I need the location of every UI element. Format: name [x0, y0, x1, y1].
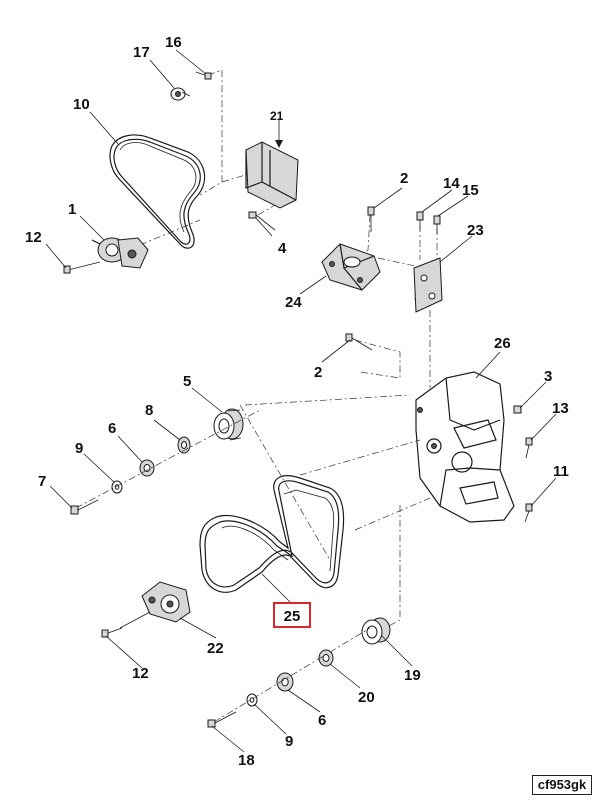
- callout-6-lower: 6: [318, 712, 327, 729]
- callout-13: 13: [552, 400, 569, 417]
- part-5-pulley: [213, 408, 244, 441]
- part-20-bearing: [318, 649, 334, 667]
- callout-25: 25: [283, 608, 301, 625]
- callout-24: 24: [285, 294, 302, 311]
- callout-7: 7: [38, 473, 47, 490]
- callout-9-lower: 9: [285, 733, 294, 750]
- part-2-upper-bolt: [367, 206, 375, 232]
- callout-8: 8: [145, 402, 154, 419]
- callout-4: 4: [278, 240, 287, 257]
- upper-guide-lines: [139, 69, 438, 388]
- part-9-lower-washer: [246, 693, 258, 707]
- callout-1: 1: [68, 201, 77, 218]
- callout-20: 20: [358, 689, 375, 706]
- part-15-stud: [433, 215, 441, 234]
- part-19-spacer: [361, 617, 391, 645]
- part-10-upper-belt: [109, 134, 206, 249]
- part-22-tensioner: [119, 581, 191, 629]
- reference-code: cf953gk: [532, 775, 592, 795]
- part-12-lower-bolt: [101, 627, 123, 638]
- part-12-upper-bolt: [63, 261, 101, 274]
- callout-22: 22: [207, 640, 224, 657]
- part-3-bolt: [513, 405, 522, 414]
- callout-12-upper: 12: [25, 229, 42, 246]
- part-6-upper-bearing: [139, 459, 155, 477]
- callout-16: 16: [165, 34, 182, 51]
- callout-21: 21: [270, 109, 284, 123]
- callout-19: 19: [404, 667, 421, 684]
- callout-5: 5: [183, 373, 192, 390]
- callout-23: 23: [467, 222, 484, 239]
- callout-11: 11: [553, 463, 569, 480]
- part-9-upper-washer: [111, 480, 123, 494]
- callout-10: 10: [73, 96, 90, 113]
- part-6-lower-bearing: [276, 672, 294, 692]
- part-1-tensioner: [91, 237, 149, 269]
- part-4-bolt: [248, 211, 276, 231]
- part-7-bolt: [70, 409, 261, 515]
- part-13-bolt: [525, 437, 533, 459]
- callout-2-upper: 2: [400, 170, 409, 187]
- part-11-bolt: [524, 503, 533, 523]
- callout-17: 17: [133, 44, 150, 61]
- callout-18: 18: [238, 752, 255, 769]
- part-21-bracket: [245, 120, 299, 209]
- callout-3: 3: [544, 368, 553, 385]
- callout-25-highlight: 25: [273, 602, 311, 628]
- callout-26: 26: [494, 335, 511, 352]
- part-18-bolt: [207, 627, 371, 728]
- part-16-bolt: [195, 71, 212, 80]
- part-26-main-bracket: [415, 371, 515, 523]
- callout-2-lower: 2: [314, 364, 323, 381]
- part-23-plate: [413, 257, 443, 313]
- leader-lines: [45, 49, 557, 753]
- part-25-main-belt: [199, 475, 345, 593]
- callout-15: 15: [462, 182, 479, 199]
- callout-14: 14: [443, 175, 460, 192]
- callout-9-upper: 9: [75, 440, 84, 457]
- part-2-lower-bolt: [345, 333, 373, 351]
- part-17-clamp: [170, 87, 191, 101]
- main-shaft: [239, 394, 431, 629]
- part-24-mount: [321, 243, 381, 291]
- part-14-stud: [416, 211, 424, 230]
- callout-12-lower: 12: [132, 665, 149, 682]
- callout-6-upper: 6: [108, 420, 117, 437]
